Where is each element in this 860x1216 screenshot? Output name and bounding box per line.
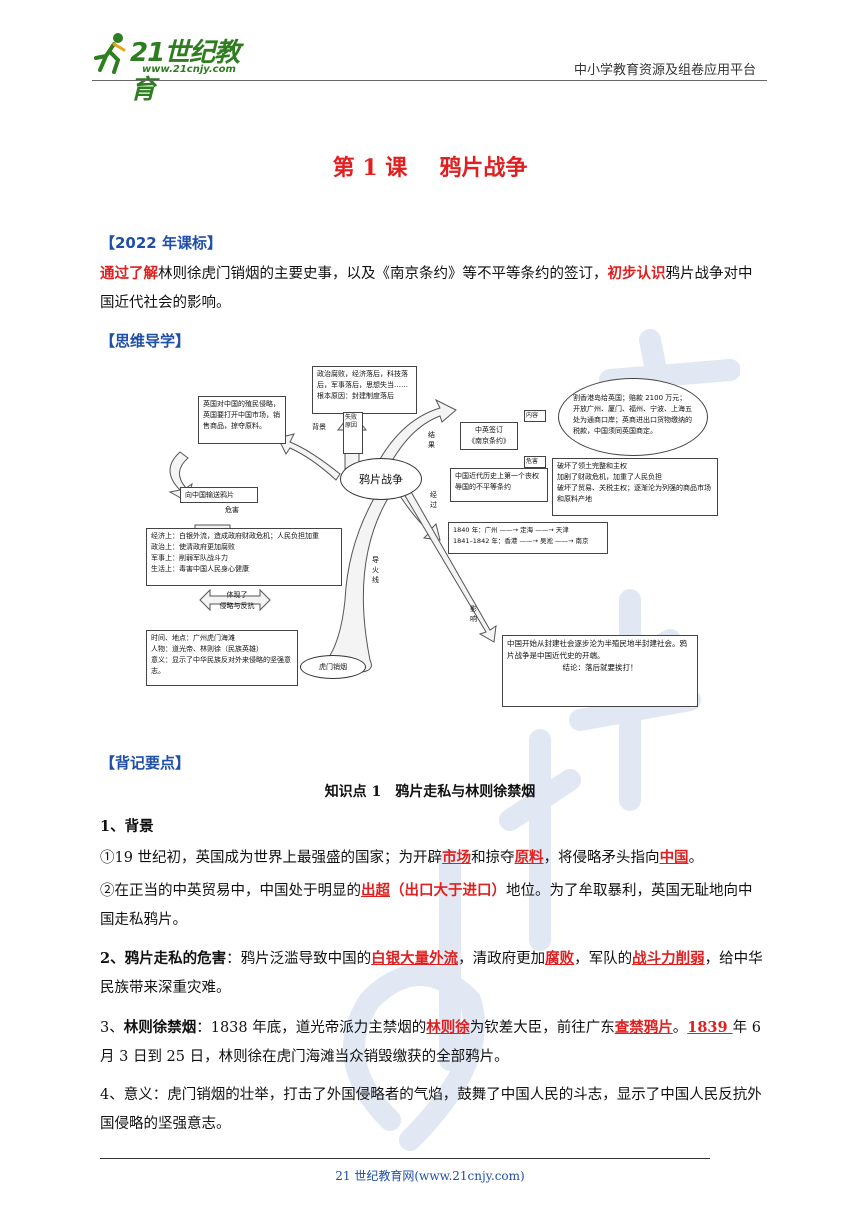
lin-text-d: 年 6 月 3 日到 25 日，林则徐在虎门海滩当众销毁缴获的全部鸦片。: [100, 1020, 761, 1065]
influence-text: 中国开始从封建社会逐步沦为半殖民地半封建社会。鸦片战争是中国近代史的开端。: [507, 639, 687, 660]
harm-economic: 经济上：白银外流，造成政府财政危机；人民负担加重: [151, 532, 319, 540]
harm-text-b: ，清政府更加: [458, 951, 546, 967]
center-node: 鸦片战争: [340, 458, 422, 500]
failure-causes-box: 政治腐败，经济落后，科技落后，军事落后，思想失当…… 根本原因：封建制度落后: [312, 366, 417, 414]
standard-text-2: 鸦片战争对中国近代社会的影响。: [100, 266, 753, 311]
lin-heading: 林则徐禁烟: [123, 1019, 197, 1036]
mind-map: 政治腐败，经济落后，科技落后，军事落后，思想失当…… 根本原因：封建制度落后 失…: [140, 360, 730, 710]
page-title: 第 1 课 鸦片战争: [0, 150, 860, 182]
impact-tag: 危害: [524, 456, 546, 468]
background-point-2: ②在正当的中英贸易中，中国处于明显的出超（出口大于进口）地位。为了牟取暴利，英国…: [100, 876, 765, 935]
lin-text-b: 为钦差大臣，前往广东: [469, 1020, 615, 1036]
harm-label: 危害: [225, 506, 239, 514]
bg2-text-c: 地位。为了牟取暴利，英国无耻地向中国走私鸦片。: [100, 883, 753, 928]
influence-box: 中国开始从封建社会逐步沦为半殖民地半封建社会。鸦片战争是中国近代史的开端。 结论…: [502, 635, 698, 707]
opium-smuggle-box: 向中国输送鸦片: [180, 487, 258, 503]
war-course-box: 1840 年：广州 ——→ 定海 ——→ 天津 1841–1842 年：香港 —…: [448, 522, 608, 554]
background-label: 背景: [312, 423, 326, 431]
harm-political: 政治上：使清政府更加腐败: [151, 543, 235, 551]
embody-line-1: 体现了: [226, 591, 248, 599]
influence-label: 影响: [470, 605, 477, 623]
course-label: 经过: [430, 491, 437, 509]
conclusion-text: 结论：落后就要挨打！: [562, 663, 638, 672]
keyword-recognize: 初步认识: [607, 265, 666, 282]
lin-number: 3、: [100, 1020, 124, 1036]
section-memory: 【背记要点】: [100, 754, 191, 772]
harm-box: 经济上：白银外流，造成政府财政危机；人民负担加重 政治上：使清政府更加腐败 军事…: [146, 528, 342, 586]
background-heading: 1、背景: [100, 818, 154, 835]
bg2-text-b: （出口大于进口）: [390, 882, 506, 899]
keyword-lin-zexu: 林则徐: [426, 1019, 470, 1036]
humen-meaning: 意义：显示了中华民族反对外来侵略的坚强意志。: [151, 656, 291, 675]
keyword-understand: 通过了解: [100, 265, 158, 282]
course-1841: 1841–1842 年：香港 ——→ 吴淞 ——→ 南京: [453, 537, 589, 545]
harm-life: 生活上：毒害中国人民身心健康: [151, 565, 249, 573]
humen-people: 人物：道光帝、林则徐（民族英雄）: [151, 645, 263, 653]
standard-text-1: 林则徐虎门销烟的主要史事，以及《南京条约》等不平等条约的签订，: [158, 266, 608, 282]
harm-text-d: ，给中华民族带来深重灾难。: [100, 951, 763, 996]
site-logo: 21世纪教育 www.21cnjy.com: [92, 28, 262, 105]
treaty-content-oval: 割香港岛给英国；赔款 2100 万元；开放广州、厦门、福州、宁波、上海五处为通商…: [558, 378, 708, 456]
lin-paragraph: 3、林则徐禁烟：1838 年底，道光帝派力主禁烟的林则徐为钦差大臣，前往广东查禁…: [100, 1013, 765, 1072]
keyword-surplus: 出超: [361, 882, 390, 899]
treaty-box: 中英签订 《南京条约》: [460, 422, 518, 450]
background-point-1: ①19 世纪初，英国成为世界上最强盛的国家；为开辟市场和掠夺原料，将侵略矛头指向…: [100, 843, 765, 873]
impact-line-3: 破坏了贸易、关税主权；逐渐沦为列强的商品市场和原料产地: [557, 484, 711, 503]
first-treaty-box: 中国近代历史上第一个丧权辱国的不平等条约: [450, 468, 548, 502]
lin-text-a: ：1838 年底，道光帝派力主禁烟的: [196, 1020, 427, 1036]
impact-line-2: 加剧了财政危机，加重了人民负担: [557, 473, 662, 481]
humen-time-place: 时间、地点：广州虎门海滩: [151, 634, 235, 642]
bg1-text-c: ，将侵略矛头指向: [543, 850, 660, 866]
harm-text-a: ：鸦片泛滥导致中国的: [226, 951, 372, 967]
standard-paragraph: 通过了解林则徐虎门销烟的主要史事，以及《南京条约》等不平等条约的签订，初步认识鸦…: [100, 259, 765, 318]
harm-text-c: ，军队的: [574, 951, 633, 967]
bg1-text-b: 和掠夺: [471, 850, 515, 866]
root-cause-text: 根本原因：封建制度落后: [317, 392, 394, 400]
section-standard: 【2022 年课标】: [100, 234, 222, 252]
harm-heading: 2、鸦片走私的危害: [100, 950, 227, 967]
knowledge-point-title: 知识点 1 鸦片走私与林则徐禁烟: [324, 784, 536, 800]
lesson-number: 第 1 课: [332, 155, 408, 181]
embody-box: 体现了 侵略与反抗: [198, 588, 276, 616]
keyword-ban-opium: 查禁鸦片: [614, 1019, 673, 1036]
impact-line-1: 破坏了领土完整和主权: [557, 462, 627, 470]
background-line-1: 英国对中国的殖民侵略，: [203, 400, 280, 408]
keyword-weakened-army: 战斗力削弱: [632, 950, 705, 967]
bg1-text-a: ①19 世纪初，英国成为世界上最强盛的国家；为开辟: [100, 850, 443, 866]
bg2-text-a: ②在正当的中英贸易中，中国处于明显的: [100, 883, 361, 899]
section-mindmap: 【思维导学】: [100, 332, 191, 350]
treaty-line-2: 《南京条约》: [468, 437, 510, 445]
result-label: 结果: [428, 431, 435, 449]
logo-url: www.21cnjy.com: [142, 64, 236, 75]
lesson-name: 鸦片战争: [439, 155, 528, 181]
failure-causes-text: 政治腐败，经济落后，科技落后，军事落后，思想失当……: [317, 370, 408, 389]
harm-military: 军事上：削弱军队战斗力: [151, 554, 228, 562]
failure-tag: 失败原因: [343, 412, 363, 454]
fuse-label: 导火线: [372, 556, 379, 584]
lin-text-c: 。: [672, 1020, 688, 1036]
treaty-line-1: 中英签订: [475, 426, 503, 434]
keyword-market: 市场: [442, 849, 472, 866]
humen-detail-box: 时间、地点：广州虎门海滩 人物：道光帝、林则徐（民族英雄） 意义：显示了中华民族…: [146, 630, 298, 686]
humen-node: 虎门销烟: [300, 655, 366, 679]
treaty-impact-box: 破坏了领土完整和主权 加剧了财政危机，加重了人民负担 破坏了贸易、关税主权；逐渐…: [552, 458, 718, 516]
embody-line-2: 侵略与反抗: [219, 602, 255, 610]
footer-divider: [100, 1158, 710, 1159]
runner-logo-icon: [94, 33, 126, 74]
footer-text: 21 世纪教育网(www.21cnjy.com): [335, 1169, 525, 1183]
background-line-2: 英国要打开中国市场，销售商品，掠夺原料。: [203, 411, 280, 430]
content-tag: 内容: [524, 410, 546, 422]
keyword-china: 中国: [659, 849, 689, 866]
keyword-silver-outflow: 白银大量外流: [371, 950, 459, 967]
platform-name: 中小学教育资源及组卷应用平台: [573, 63, 756, 78]
keyword-corruption: 腐败: [545, 950, 575, 967]
header-divider: [92, 80, 767, 81]
colonial-background-box: 英国对中国的殖民侵略， 英国要打开中国市场，销售商品，掠夺原料。: [198, 396, 286, 444]
bg1-text-d: 。: [688, 850, 704, 866]
harm-paragraph: 2、鸦片走私的危害：鸦片泛滥导致中国的白银大量外流，清政府更加腐败，军队的战斗力…: [100, 944, 765, 1003]
course-1840: 1840 年：广州 ——→ 定海 ——→ 天津: [453, 526, 569, 534]
keyword-raw-material: 原料: [514, 849, 544, 866]
meaning-paragraph: 4、意义：虎门销烟的壮举，打击了外国侵略者的气焰，鼓舞了中国人民的斗志，显示了中…: [100, 1087, 762, 1132]
keyword-1839: 1839: [687, 1019, 733, 1036]
